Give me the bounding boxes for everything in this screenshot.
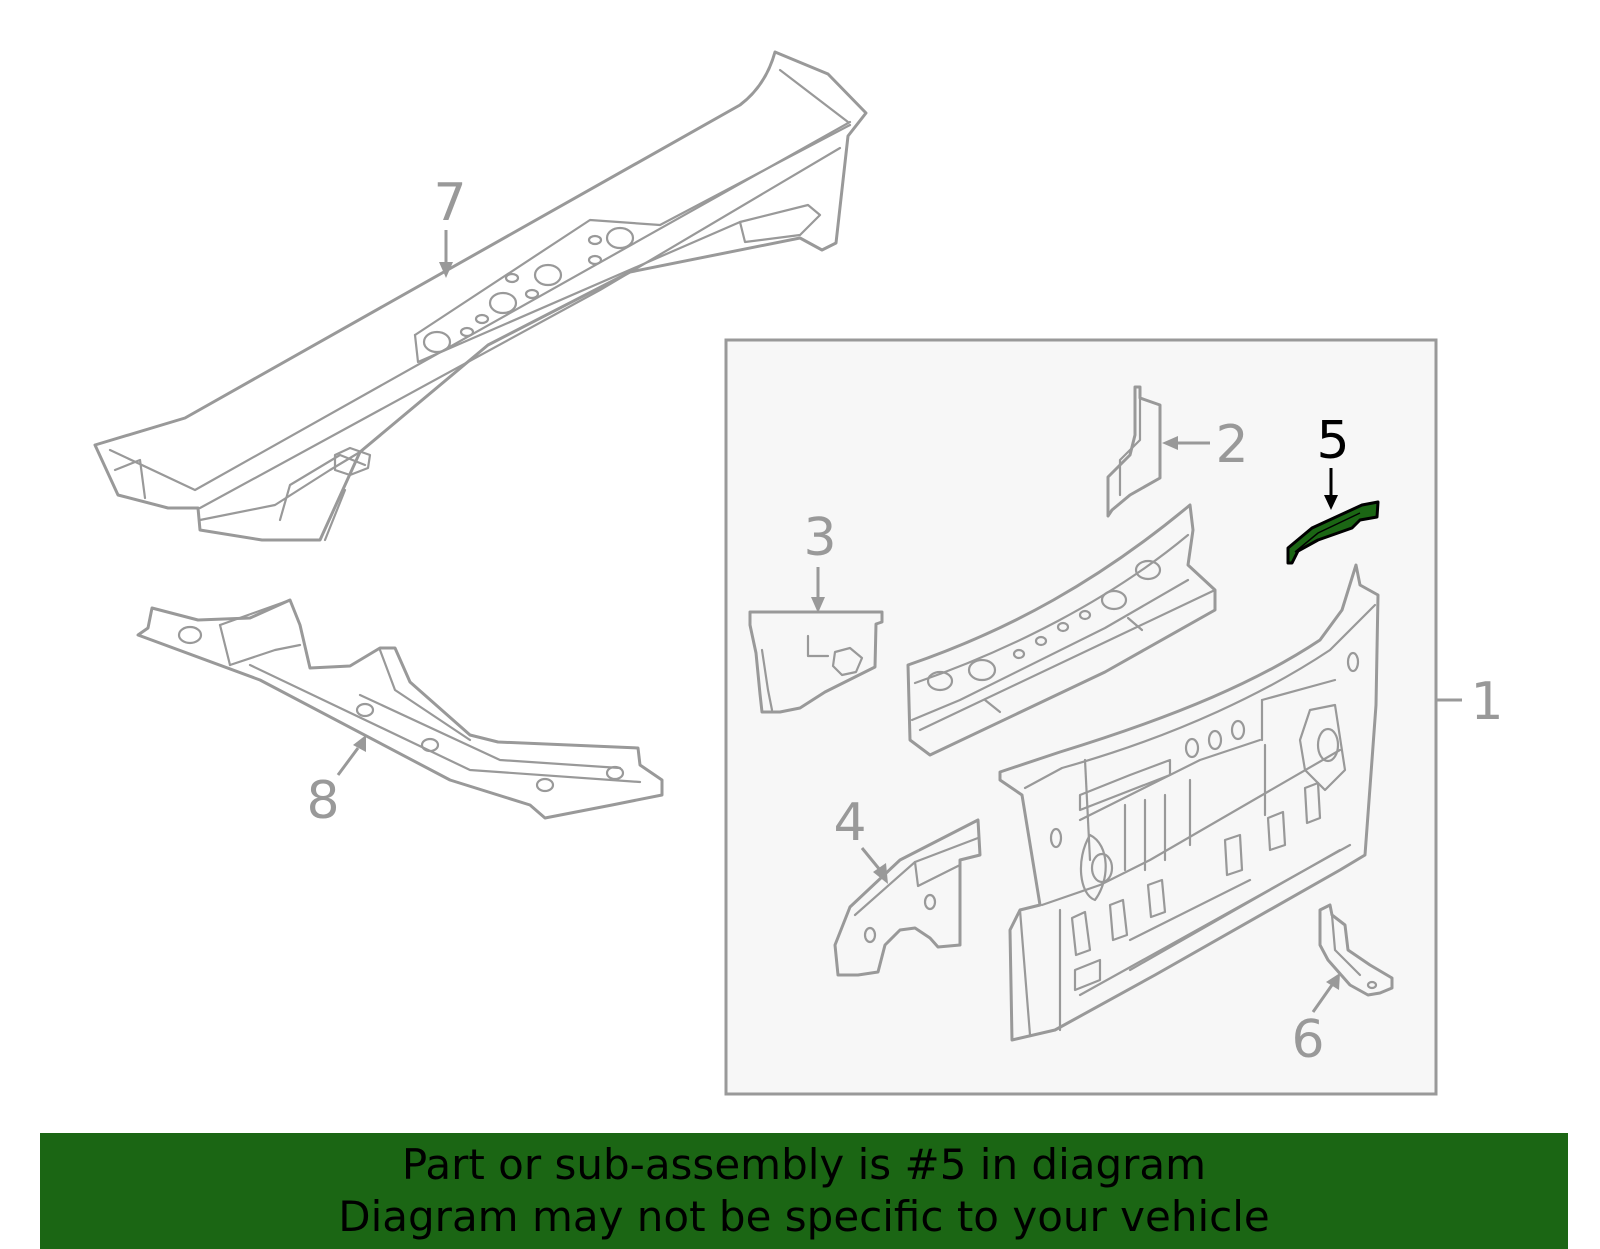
callout-4: 4 [833, 793, 888, 884]
part-7-cowl-panel[interactable] [93, 50, 868, 542]
callout-7: 7 [433, 173, 467, 278]
svg-text:7: 7 [433, 173, 466, 233]
part-1-dash-panel [998, 563, 1380, 1042]
callout-6: 6 [1291, 973, 1340, 1070]
callout-5: 5 [1316, 411, 1350, 510]
part-6-bracket[interactable] [1318, 903, 1394, 997]
notice-banner: Part or sub-assembly is #5 in diagram Di… [40, 1133, 1568, 1249]
svg-text:4: 4 [833, 793, 866, 853]
svg-text:8: 8 [306, 771, 339, 831]
part-8-lower-support[interactable] [136, 598, 664, 820]
part-4-bracket[interactable] [833, 818, 982, 977]
callout-1: 1 [1436, 672, 1504, 732]
svg-text:6: 6 [1291, 1010, 1324, 1070]
callout-3: 3 [803, 508, 837, 613]
part-5-reinforcement[interactable] [1286, 500, 1380, 565]
banner-line-1: Part or sub-assembly is #5 in diagram [401, 1140, 1207, 1189]
part-1-upper-cross-member [906, 503, 1217, 757]
svg-text:1: 1 [1470, 672, 1503, 732]
banner-line-2: Diagram may not be specific to your vehi… [338, 1192, 1270, 1241]
svg-text:3: 3 [803, 508, 836, 568]
svg-text:2: 2 [1215, 415, 1248, 475]
part-3-bracket[interactable] [748, 610, 884, 714]
svg-text:5: 5 [1316, 411, 1349, 471]
callout-8: 8 [306, 735, 366, 831]
part-2-bracket[interactable] [1106, 385, 1162, 518]
callout-2: 2 [1162, 415, 1249, 475]
